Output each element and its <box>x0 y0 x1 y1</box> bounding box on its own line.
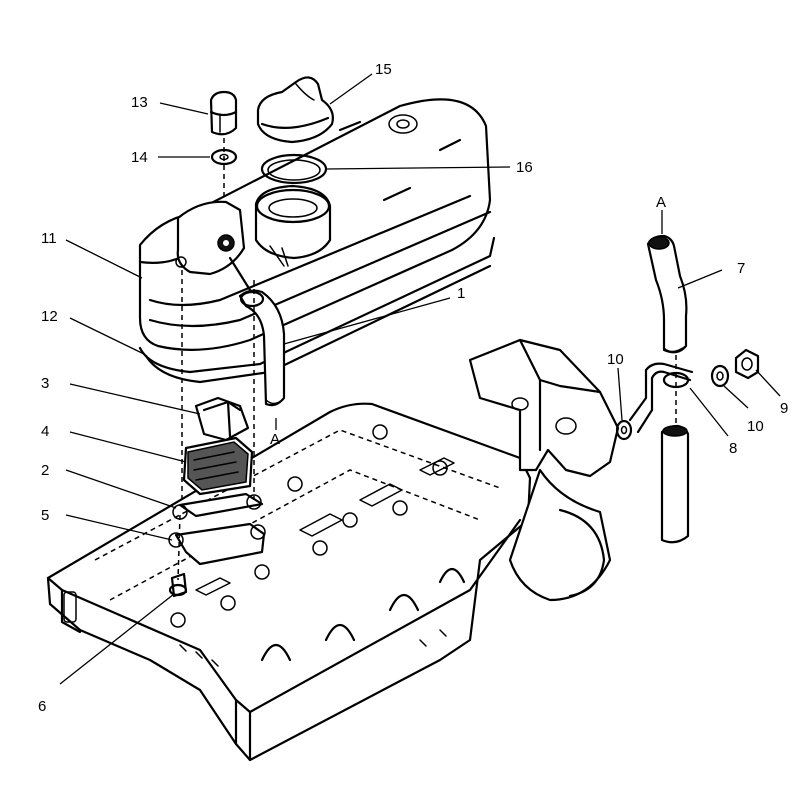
leader-lines <box>59 73 781 685</box>
hex-nut <box>734 348 760 380</box>
callout-1: 1 <box>457 285 465 302</box>
callout-11: 11 <box>41 230 57 247</box>
callout-13: 13 <box>131 94 148 111</box>
callout-6: 6 <box>38 698 46 715</box>
valve-cover <box>138 98 492 351</box>
flat-washer-left <box>615 419 633 441</box>
callout-7: 7 <box>737 260 745 277</box>
callout-9: 9 <box>780 400 788 417</box>
rear-housing <box>468 338 620 602</box>
cap-nut <box>209 90 238 136</box>
flat-washer-right <box>710 364 730 388</box>
oil-filler-cap <box>256 76 334 144</box>
callout-4: 4 <box>41 423 49 440</box>
assembly-lines <box>177 138 677 581</box>
callout-2: 2 <box>41 462 49 479</box>
breather-filter-element <box>182 436 254 496</box>
lower-pipe <box>660 424 690 544</box>
callout-5: 5 <box>41 507 49 524</box>
callout-15: 15 <box>375 61 392 78</box>
head-bolt-holes <box>170 424 448 628</box>
callout-10-right: 10 <box>747 418 764 435</box>
callout-14: 14 <box>131 149 148 166</box>
callout-8: 8 <box>729 440 737 457</box>
breather-base <box>168 522 266 566</box>
breather-pipe <box>646 234 688 354</box>
callout-10-left: 10 <box>607 351 624 368</box>
callout-3: 3 <box>41 375 49 392</box>
pipe-clamp <box>628 362 694 434</box>
cylinder-head <box>46 402 532 762</box>
head-ports <box>195 457 466 662</box>
callout-12: 12 <box>41 308 58 325</box>
callout-labels: 1 2 3 4 5 6 7 8 9 10 10 11 12 13 14 15 1… <box>38 61 788 715</box>
breather-hose <box>228 256 286 407</box>
callout-16: 16 <box>516 159 533 176</box>
connection-mark-a-bottom: A <box>270 431 280 448</box>
mounting-bolt <box>168 572 188 598</box>
breather-baffle <box>194 396 250 442</box>
connection-mark-a-top: A <box>656 194 666 211</box>
